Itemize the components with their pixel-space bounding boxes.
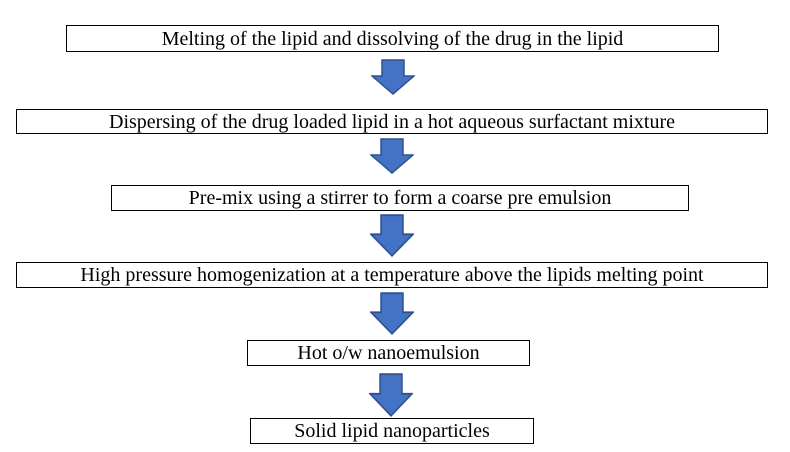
down-arrow-icon [370,138,414,174]
step-dispersing-lipid: Dispersing of the drug loaded lipid in a… [16,109,768,134]
down-arrow-icon [370,214,414,257]
step-melting-lipid: Melting of the lipid and dissolving of t… [66,25,719,52]
step-solid-lipid-nanoparticles: Solid lipid nanoparticles [250,418,534,444]
down-arrow-icon [371,59,415,95]
down-arrow-icon [369,373,413,417]
step-pre-mix: Pre-mix using a stirrer to form a coarse… [111,185,689,211]
step-nanoemulsion: Hot o/w nanoemulsion [247,340,530,366]
down-arrow-icon [370,292,414,335]
step-homogenization: High pressure homogenization at a temper… [16,262,768,288]
